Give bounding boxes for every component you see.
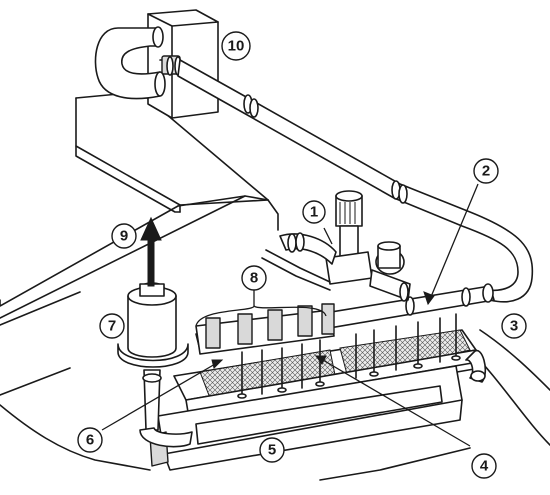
callout-3-label: 3 [510, 318, 518, 335]
return-elbow [465, 349, 487, 383]
callout-2: 2 [473, 158, 499, 184]
callout-4-label: 4 [480, 458, 489, 475]
callout-7: 7 [99, 313, 125, 339]
cyclone-separator [117, 282, 193, 448]
exhaust-arrow [140, 216, 162, 287]
callout-3: 3 [501, 313, 527, 339]
callout-10-label: 10 [228, 38, 245, 55]
callout-5-label: 5 [268, 442, 276, 459]
duct-box-unit [94, 9, 219, 119]
callout-6-label: 6 [86, 432, 94, 449]
callout-4: 4 [471, 453, 497, 479]
callout-6: 6 [77, 427, 103, 453]
callout-8-label: 8 [250, 270, 258, 287]
callout-9: 9 [111, 223, 137, 249]
callout-1-label: 1 [310, 204, 318, 221]
callout-8: 8 [241, 265, 267, 291]
grating-platform [173, 329, 481, 419]
callout-7-label: 7 [108, 318, 116, 335]
pump-assembly [261, 190, 411, 302]
leader-lines [101, 183, 479, 447]
callout-9-label: 9 [120, 228, 128, 245]
callout-5: 5 [259, 437, 285, 463]
support-posts [237, 313, 461, 399]
filter-manifold [195, 303, 335, 355]
callout-1: 1 [302, 200, 326, 224]
callout-2-label: 2 [482, 163, 490, 180]
callout-10: 10 [221, 31, 251, 61]
